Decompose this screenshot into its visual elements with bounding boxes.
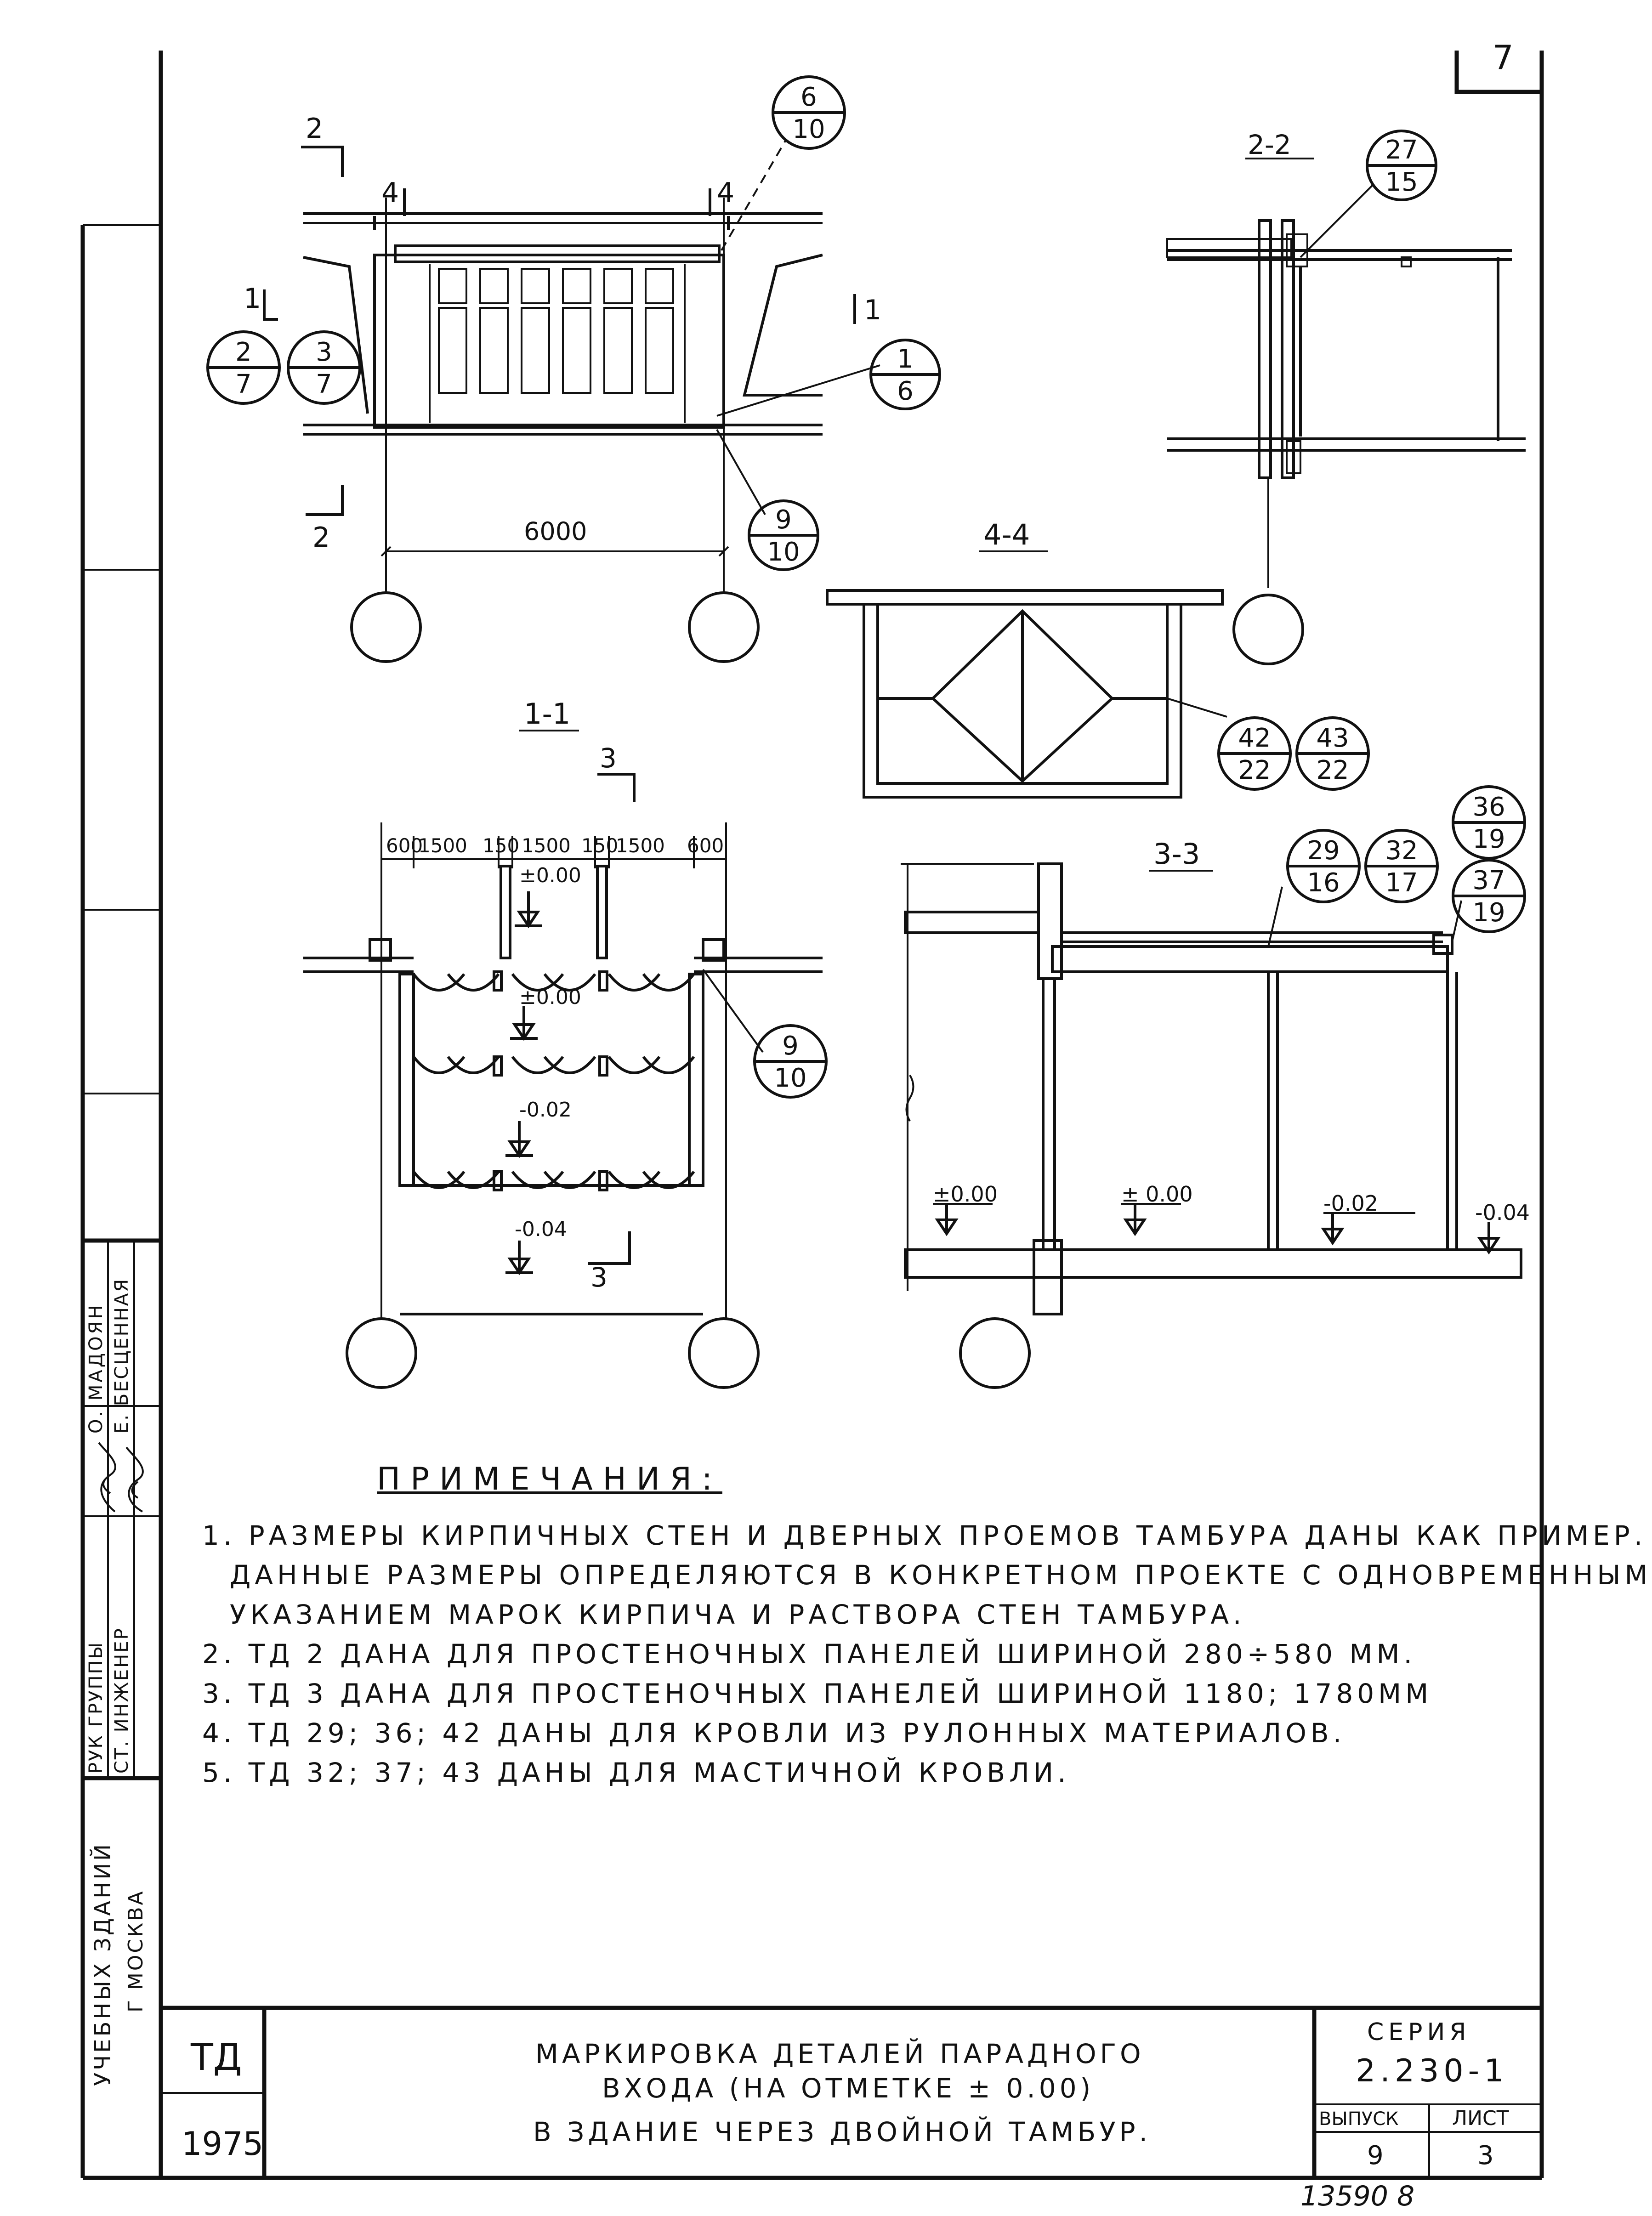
section-3-3: 3-3 ±0.00 ± 0.00 -0.02 -0.04 (901, 837, 1530, 1389)
cut-4-right: 4 (717, 177, 734, 209)
dim-1500-1: 1500 (418, 834, 467, 857)
tb-sheet-label: ЛИСТ (1452, 2107, 1509, 2130)
level-1-1-a: ±0.00 (519, 864, 581, 887)
signature-1 (98, 1442, 116, 1513)
side-stamp: РУК ГРУППЫ СТ. ИНЖЕНЕР О. МАДОЯН Е. БЕСЦ… (85, 1278, 148, 2086)
cut-3-top: 3 (600, 742, 617, 774)
callout-43-22-top: 43 (1316, 723, 1349, 753)
callout-circles (206, 75, 1526, 1099)
callout-labels: 6 10 2 7 3 7 1 6 9 10 27 15 42 22 43 22 … (235, 82, 1505, 1093)
callout-36-19-top: 36 (1472, 792, 1505, 822)
callout-3-7-bottom: 7 (316, 369, 332, 399)
section-4-4-label: 4-4 (983, 518, 1030, 551)
callout-27-15-top: 27 (1385, 135, 1418, 165)
callout-9-10-a-top: 9 (775, 505, 792, 535)
section-1-1-label: 1-1 (524, 697, 570, 731)
notes-block: ПРИМЕЧАНИЯ: 1. РАЗМЕРЫ КИРПИЧНЫХ СТЕН И … (202, 1461, 1652, 1792)
stamp-name-1: О. МАДОЯН (85, 1303, 107, 1434)
callout-1-6-top: 1 (897, 344, 914, 374)
note-line-3: УКАЗАНИЕМ МАРОК КИРПИЧА И РАСТВОРА СТЕН … (230, 1599, 1246, 1630)
callout-32-17-top: 32 (1385, 836, 1418, 866)
dim-600-left: 600 (386, 834, 423, 857)
tb-title-1: МАРКИРОВКА ДЕТАЛЕЙ ПАРАДНОГО (535, 2038, 1145, 2069)
dim-1500-2: 1500 (522, 834, 571, 857)
tb-sheet-value: 3 (1477, 2141, 1494, 2171)
stamp-name-2: Е. БЕСЦЕННАЯ (111, 1278, 132, 1434)
note-line-2: ДАННЫЕ РАЗМЕРЫ ОПРЕДЕЛЯЮТСЯ В КОНКРЕТНОМ… (230, 1559, 1652, 1591)
cut-1-right: 1 (864, 294, 881, 326)
callout-1-6-bottom: 6 (897, 376, 914, 406)
note-line-5: 3. ТД 3 ДАНА ДЛЯ ПРОСТЕНОЧНЫХ ПАНЕЛЕЙ ШИ… (202, 1678, 1433, 1709)
tb-year: 1975 (182, 2125, 263, 2163)
callout-3-7-top: 3 (316, 337, 332, 367)
cut-4-left: 4 (381, 177, 399, 209)
callout-32-17-bottom: 17 (1385, 868, 1418, 898)
sheet-number: 7 (1493, 38, 1514, 77)
cut-1-left: 1 (244, 283, 261, 315)
level-3-3-c: -0.02 (1323, 1191, 1378, 1216)
stamp-role-1: РУК ГРУППЫ (85, 1641, 107, 1774)
note-line-7: 5. ТД 32; 37; 43 ДАНЫ ДЛЯ МАСТИЧНОЙ КРОВ… (202, 1757, 1070, 1788)
dim-row: 600 1500 150 1500 150 1500 600 (380, 822, 727, 1319)
section-2-2: 2-2 (1166, 129, 1526, 665)
level-3-3-d: -0.04 (1475, 1200, 1530, 1225)
signature-2 (125, 1446, 144, 1513)
section-4-4: 4-4 (826, 518, 1227, 799)
dim-1500-3: 1500 (616, 834, 665, 857)
entrance-plan: 6000 2 2 1 1 4 4 (244, 113, 881, 663)
note-line-4: 2. ТД 2 ДАНА ДЛЯ ПРОСТЕНОЧНЫХ ПАНЕЛЕЙ ШИ… (202, 1638, 1416, 1670)
tb-title-2: ВХОДА (НА ОТМЕТКЕ ± 0.00) (602, 2073, 1094, 2104)
callout-6-10-bottom: 10 (792, 114, 825, 144)
note-line-6: 4. ТД 29; 36; 42 ДАНЫ ДЛЯ КРОВЛИ ИЗ РУЛО… (202, 1717, 1346, 1749)
callout-9-10-a-bottom: 10 (767, 537, 800, 567)
dim-150-2: 150 (581, 834, 618, 857)
callout-6-10-top: 6 (800, 82, 817, 112)
sheet-frame (80, 51, 1544, 2180)
level-1-1-b: ±0.00 (519, 986, 581, 1009)
dim-150-1: 150 (483, 834, 519, 857)
cut-2-top: 2 (306, 113, 323, 145)
section-3-3-label: 3-3 (1153, 837, 1200, 871)
dim-600-right: 600 (687, 834, 724, 857)
callout-36-19-bottom: 19 (1472, 824, 1505, 854)
cut-2-bottom: 2 (312, 521, 330, 554)
level-3-3-a: ±0.00 (933, 1182, 998, 1207)
drawing-canvas: 7 РУК ГРУППЫ СТ. ИНЖЕНЕР О. МАДОЯН Е. БЕ… (80, 38, 1544, 2212)
callout-2-7-top: 2 (235, 337, 252, 367)
section-1-1: 1-1 3 3 600 1500 150 1500 150 1500 600 (303, 697, 823, 1389)
stamp-role-2: СТ. ИНЖЕНЕР (111, 1627, 132, 1774)
level-1-1-d: -0.04 (515, 1218, 567, 1241)
note-line-1: 1. РАЗМЕРЫ КИРПИЧНЫХ СТЕН И ДВЕРНЫХ ПРОЕ… (202, 1520, 1647, 1551)
tb-series-value: 2.230-1 (1356, 2053, 1508, 2089)
callout-42-22-bottom: 22 (1238, 755, 1271, 785)
callout-29-16-bottom: 16 (1307, 868, 1340, 898)
cut-3-bottom: 3 (590, 1262, 607, 1293)
drawing-sheet: 7 РУК ГРУППЫ СТ. ИНЖЕНЕР О. МАДОЯН Е. БЕ… (80, 38, 1652, 2212)
tb-series-label: СЕРИЯ (1367, 2018, 1471, 2046)
dim-6000: 6000 (524, 517, 587, 546)
callout-29-16-top: 29 (1307, 836, 1340, 866)
level-1-1-c: -0.02 (519, 1098, 572, 1122)
tb-issue-label: ВЫПУСК (1319, 2108, 1399, 2130)
tb-issue-value: 9 (1367, 2141, 1384, 2171)
tb-title-3: В ЗДАНИЕ ЧЕРЕЗ ДВОЙНОЙ ТАМБУР. (533, 2116, 1151, 2148)
notes-title: ПРИМЕЧАНИЯ: (377, 1461, 722, 1497)
section-2-2-label: 2-2 (1248, 129, 1291, 160)
callout-9-10-b-bottom: 10 (774, 1063, 806, 1093)
handwritten-number: 13590 8 (1300, 2180, 1414, 2212)
title-block: ТД 1975 МАРКИРОВКА ДЕТАЛЕЙ ПАРАДНОГО ВХО… (161, 2006, 1542, 2178)
callout-37-19-bottom: 19 (1472, 898, 1505, 928)
callout-37-19-top: 37 (1472, 866, 1505, 895)
callout-9-10-b-top: 9 (782, 1031, 799, 1061)
tb-code: ТД (190, 2036, 242, 2079)
callout-43-22-bottom: 22 (1316, 755, 1349, 785)
level-3-3-b: ± 0.00 (1121, 1182, 1193, 1207)
stamp-org-1: УЧЕБНЫХ ЗДАНИЙ (90, 1842, 116, 2086)
callout-42-22-top: 42 (1238, 723, 1271, 753)
callout-27-15-bottom: 15 (1385, 167, 1418, 197)
callout-2-7-bottom: 7 (235, 369, 252, 399)
stamp-org-2: Г МОСКВА (124, 1889, 148, 2012)
